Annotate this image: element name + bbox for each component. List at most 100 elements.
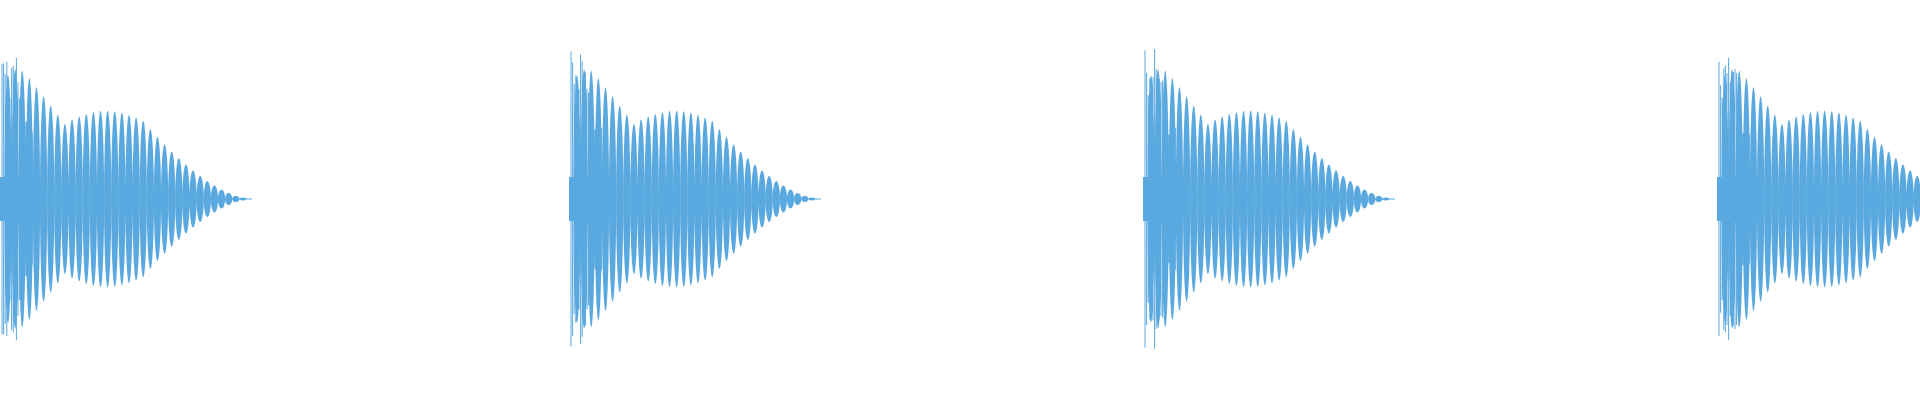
waveform-lobe: [1885, 151, 1893, 247]
waveform-lobe: [1828, 111, 1836, 287]
waveform-lobe: [1296, 136, 1305, 262]
waveform-lobe: [1239, 110, 1248, 288]
waveform-lobe: [104, 110, 112, 288]
waveform-lobe: [111, 111, 119, 287]
waveform-lobe: [715, 129, 723, 269]
waveform-lobe: [47, 105, 55, 293]
waveform-lobe: [1268, 114, 1276, 284]
waveform-lobe: [1842, 114, 1850, 284]
waveform-lobe: [175, 158, 183, 240]
waveform-lobe: [54, 114, 62, 284]
waveform-lobe: [1204, 123, 1212, 275]
waveform-lobe: [1182, 96, 1191, 302]
waveform-lobe: [1339, 175, 1347, 223]
waveform-lobe: [1813, 110, 1822, 288]
waveform-lobe: [1368, 193, 1376, 205]
waveform-lobe: [623, 114, 631, 284]
waveform-lobe: [1877, 144, 1886, 254]
waveform-lobe: [722, 136, 731, 262]
waveform-lobe: [1778, 123, 1786, 275]
waveform-lobe: [1346, 180, 1354, 218]
waveform-lobe: [1225, 114, 1233, 284]
waveform-lobe: [737, 151, 745, 247]
waveform-lobe: [1261, 112, 1269, 286]
waveform-lobe: [608, 96, 617, 302]
waveform-lobe: [189, 170, 197, 228]
waveform-lobe: [75, 116, 83, 282]
waveform-lobe: [673, 110, 681, 288]
waveform-lobe: [1303, 144, 1312, 254]
waveform-pulse: [0, 57, 252, 341]
waveform-lobe: [1899, 164, 1907, 234]
waveform-lobe: [1835, 112, 1843, 286]
waveform-lobe: [772, 180, 780, 218]
waveform-lobe: [801, 195, 809, 203]
waveform-lobe: [203, 180, 211, 218]
waveform-lobe: [1360, 189, 1369, 209]
waveform-lobe: [1870, 136, 1879, 262]
waveform-lobe: [687, 112, 695, 286]
waveform-lobe: [1756, 96, 1765, 302]
waveform-lobe: [217, 189, 226, 209]
waveform-onset-band: [1717, 177, 1757, 221]
waveform-lobe: [61, 123, 69, 275]
waveform-lobe: [153, 136, 162, 262]
waveform-lobe: [1353, 185, 1362, 213]
waveform-lobe: [196, 175, 204, 223]
waveform-onset-band: [0, 177, 40, 221]
waveform-lobe: [118, 112, 126, 286]
waveform-lobe: [665, 110, 674, 288]
waveform-lobe: [630, 123, 638, 275]
waveform-lobe: [89, 112, 98, 286]
waveform-pulse: [569, 51, 821, 347]
waveform-lobe: [68, 119, 76, 279]
waveform-lobe: [779, 185, 788, 213]
waveform-lobe: [1771, 114, 1779, 284]
waveform-lobe: [1856, 120, 1864, 278]
waveform-lobe: [1785, 119, 1793, 279]
waveform-lobe: [751, 164, 759, 234]
waveform-onset-band: [1143, 177, 1183, 221]
waveform-lobe: [1332, 170, 1340, 228]
waveform-lobe: [160, 144, 169, 254]
waveform-lobe: [125, 114, 133, 284]
waveform-lobe: [146, 129, 154, 269]
waveform-lobe: [658, 112, 667, 286]
waveform-lobe: [1275, 117, 1283, 281]
waveform-lobe: [210, 185, 219, 213]
waveform-lobe: [1806, 112, 1815, 286]
waveform-lobe: [729, 144, 738, 254]
waveform-lobe: [765, 175, 773, 223]
waveform-lobe: [637, 119, 645, 279]
waveform-lobe: [644, 116, 652, 282]
waveform-lobe: [139, 120, 147, 278]
waveform-lobe: [1289, 129, 1297, 269]
waveform-lobe: [1892, 158, 1900, 240]
waveform-lobe: [1254, 111, 1262, 287]
waveform-pulse: [1717, 57, 1920, 341]
waveform-lobe: [1792, 116, 1800, 282]
waveform-lobe: [758, 170, 766, 228]
waveform-lobe: [680, 111, 688, 287]
waveform-lobe: [701, 117, 709, 281]
waveform-lobe: [225, 193, 233, 205]
waveform-lobe: [1863, 129, 1871, 269]
waveform-lobe: [182, 164, 190, 234]
waveform-lobe: [132, 117, 140, 281]
waveform-lobe: [1375, 195, 1383, 203]
waveform-lobe: [1318, 158, 1326, 240]
waveform-lobe: [651, 114, 659, 284]
waveform-lobe: [1799, 114, 1807, 284]
waveform-lobe: [1211, 119, 1219, 279]
waveform-lobe: [708, 120, 716, 278]
waveform-lobe: [694, 114, 702, 284]
waveform-lobe: [1764, 105, 1772, 293]
waveform-pulse: [1143, 49, 1395, 349]
waveform-lobe: [1282, 120, 1290, 278]
waveform-lobe: [1197, 114, 1205, 284]
waveform-lobe: [1849, 117, 1857, 281]
waveform-lobe: [1325, 164, 1333, 234]
waveform-lobe: [786, 189, 795, 209]
waveform-lobe: [1232, 112, 1241, 286]
